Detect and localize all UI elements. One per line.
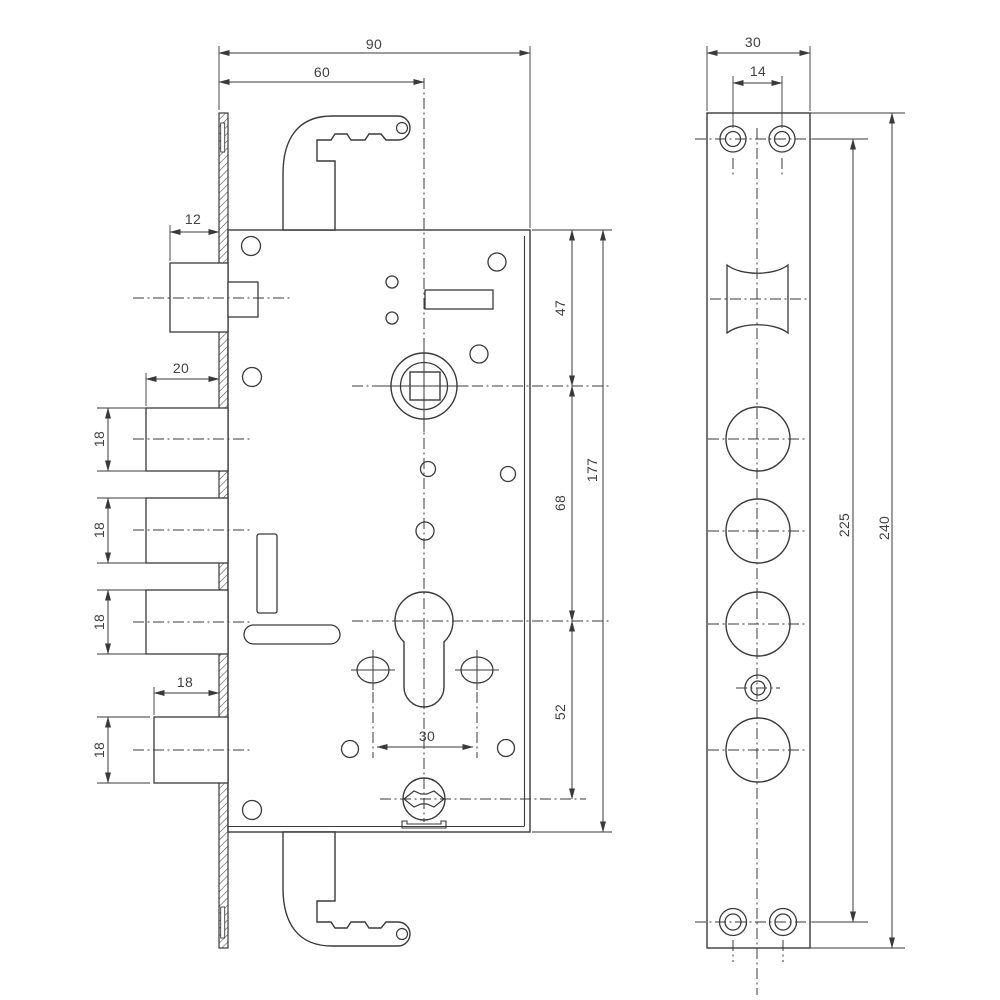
interior-slot-vertical — [256, 533, 278, 614]
top-hook-pivot-hole — [395, 121, 409, 135]
hole — [499, 465, 517, 483]
dim-label-14: 14 — [749, 63, 767, 79]
hole — [385, 311, 399, 325]
dim-label-18-r3: 18 — [91, 613, 107, 631]
dim-label-18-r2: 18 — [91, 521, 107, 539]
lock-case-side-view — [145, 112, 531, 949]
latch-bolt-inner — [227, 281, 259, 318]
dim-label-225: 225 — [836, 512, 852, 538]
dim-label-18-width: 18 — [176, 674, 194, 690]
dim-label-30-cylinder: 30 — [418, 728, 436, 744]
dim-label-90: 90 — [365, 36, 383, 52]
top-hook-bolt — [282, 115, 411, 231]
interior-slot-rect — [424, 289, 494, 310]
dim-label-177: 177 — [584, 457, 600, 483]
bottom-hook-pivot-hole — [395, 927, 409, 941]
hole — [385, 275, 399, 289]
hole — [419, 460, 437, 478]
dim-label-12: 12 — [184, 211, 202, 227]
hole — [241, 366, 263, 388]
hole — [496, 738, 516, 758]
faceplate-slot-top — [220, 122, 226, 153]
dim-label-18-r1: 18 — [91, 430, 107, 448]
hole — [240, 235, 262, 257]
dimension-lines — [105, 50, 895, 949]
case-holes — [240, 235, 517, 821]
euro-cylinder-hole — [394, 591, 454, 708]
bottom-hook-bolt — [282, 831, 411, 947]
latch-opening — [726, 263, 789, 335]
oval-fixing-holes — [351, 650, 499, 690]
hole — [340, 739, 360, 759]
dim-label-47: 47 — [552, 299, 568, 317]
hole — [469, 344, 489, 364]
hole — [415, 521, 435, 541]
centerlines-left — [133, 78, 612, 822]
dim-label-20: 20 — [172, 360, 190, 376]
hole — [487, 252, 507, 272]
adjuster-bracket — [401, 820, 447, 829]
dim-label-30-plate: 30 — [744, 34, 762, 50]
centerlines-right — [695, 128, 865, 995]
dim-label-68: 68 — [552, 494, 568, 512]
interior-slot-rounded — [243, 624, 341, 645]
dim-label-52: 52 — [552, 703, 568, 721]
dim-label-18-r4: 18 — [91, 741, 107, 759]
lock-body — [227, 229, 531, 833]
dim-label-60: 60 — [313, 64, 331, 80]
faceplate-slot-bottom — [220, 906, 226, 939]
hole — [241, 799, 263, 821]
dim-label-240: 240 — [876, 515, 892, 541]
